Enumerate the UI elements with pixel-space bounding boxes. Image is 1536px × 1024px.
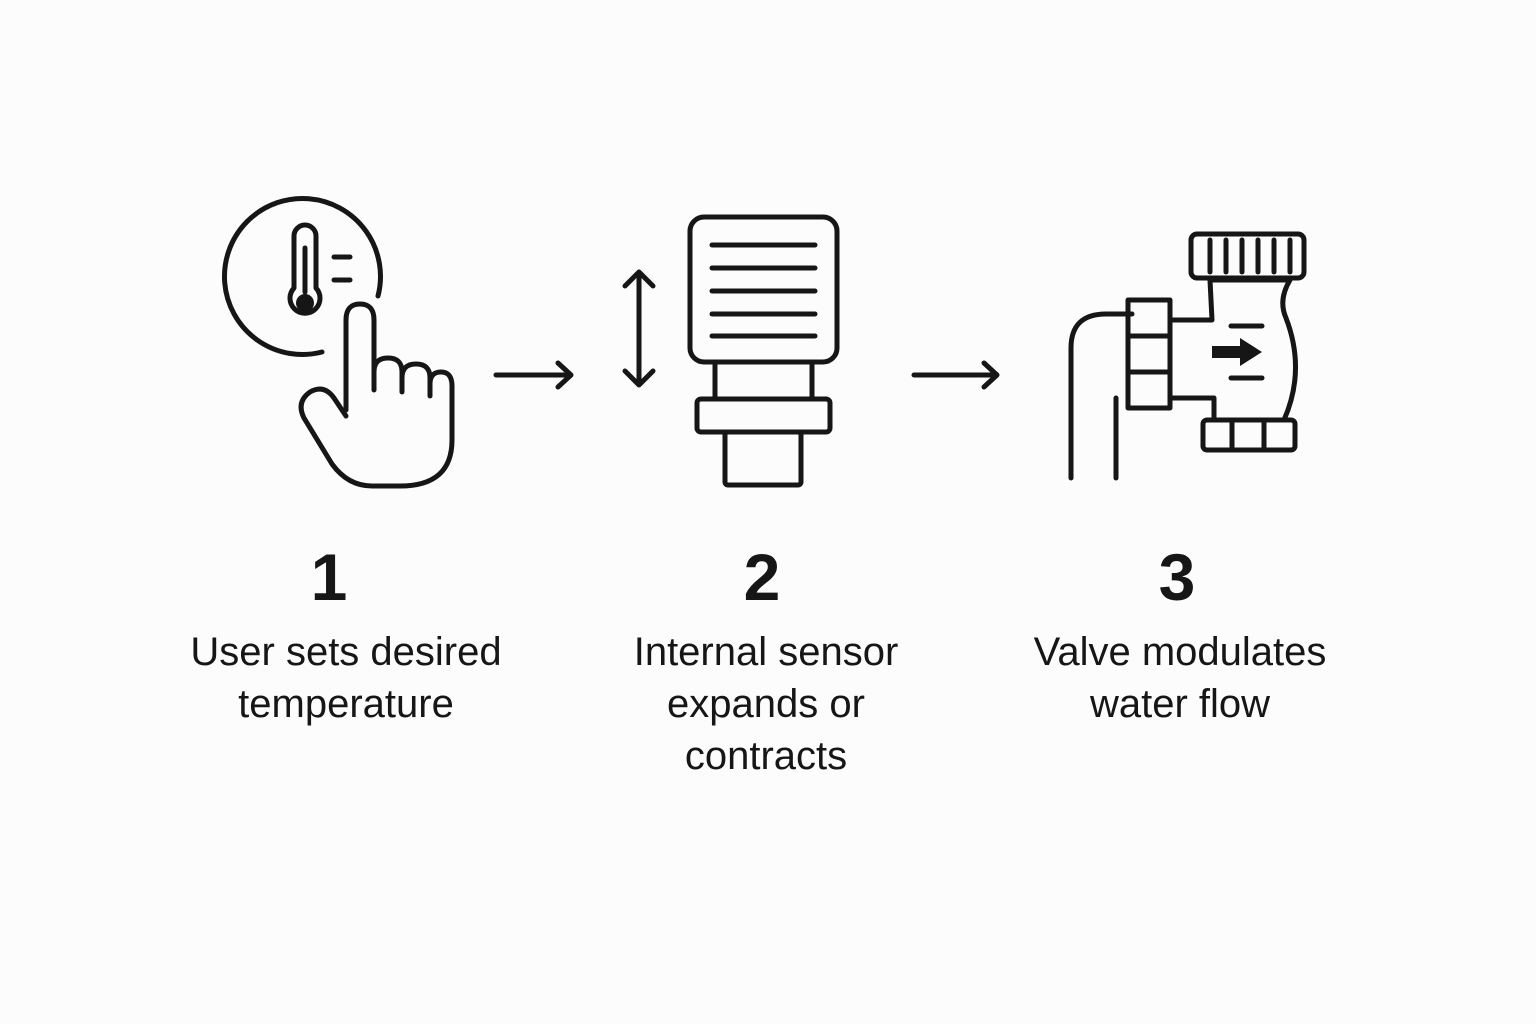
step-2-number: 2 (743, 540, 781, 614)
step-2-line-1: Internal sensor (633, 630, 899, 674)
step-3-description: Valve modulates water flow (1000, 626, 1360, 730)
step-3-number: 3 (1158, 540, 1196, 614)
right-arrow-icon (908, 360, 1008, 390)
radiator-valve-icon (1060, 225, 1320, 490)
step-1-number: 1 (310, 540, 348, 614)
step-1-line-1: User sets desired (190, 630, 502, 674)
step-1-line-2: temperature (238, 682, 454, 726)
right-arrow-icon (490, 360, 580, 390)
thermostatic-head-sensor-icon (680, 210, 840, 495)
step-2-description: Internal sensor expands or contracts (586, 626, 946, 782)
hand-tapping-thermostat-icon (210, 190, 470, 500)
thermometer-icon (287, 222, 353, 316)
step-2-line-3: contracts (684, 734, 848, 778)
vertical-double-arrow-icon (615, 265, 665, 390)
step-3-line-1: Valve modulates (1033, 630, 1327, 674)
step-2-line-2: expands or (667, 682, 865, 726)
step-3-line-2: water flow (1089, 682, 1271, 726)
step-1-description: User sets desired temperature (166, 626, 526, 730)
